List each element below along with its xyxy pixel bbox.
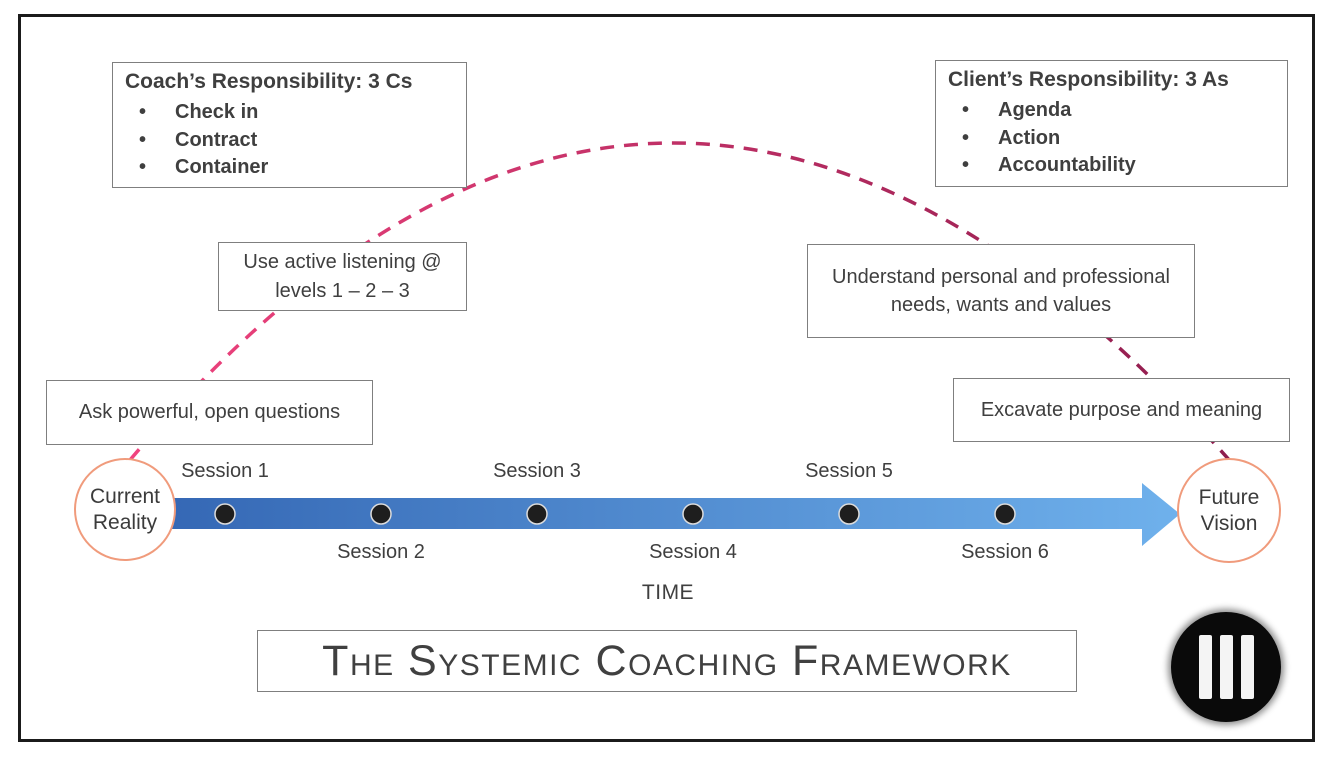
session-dot (994, 503, 1016, 525)
session-dot (526, 503, 548, 525)
excavate-purpose-callout: Excavate purpose and meaning (953, 378, 1290, 442)
current-reality-circle: Current Reality (74, 458, 176, 561)
understand-needs-text: Understand personal and professional nee… (832, 265, 1170, 316)
future-vision-circle: Future Vision (1177, 458, 1281, 563)
client-box-item-label: Accountability (998, 154, 1136, 177)
session-3-label: Session 3 (493, 460, 581, 482)
active-listening-text: Use active listening @ levels 1 – 2 – 3 (243, 251, 442, 302)
current-reality-label: Current Reality (89, 484, 161, 534)
framework-title-box: The Systemic Coaching Framework (257, 630, 1077, 692)
logo-bar (1240, 635, 1254, 699)
framework-title: The Systemic Coaching Framework (322, 636, 1012, 685)
logo-bar (1219, 635, 1233, 699)
session-5-label: Session 5 (805, 460, 893, 482)
coach-box-item-label: Check in (175, 100, 259, 123)
client-box-item: Accountability (948, 152, 1275, 180)
session-1-label: Session 1 (181, 460, 269, 482)
coach-box-item-label: Contract (175, 128, 258, 151)
coach-box-item: Container (125, 154, 454, 182)
client-box-item: Action (948, 125, 1275, 153)
future-vision-label: Future Vision (1198, 485, 1260, 535)
client-box-item-label: Agenda (998, 98, 1072, 121)
client-box-item-label: Action (998, 126, 1061, 149)
session-dot (682, 503, 704, 525)
slide-border-frame (18, 14, 1315, 742)
client-box-title: Client’s Responsibility: 3 As (948, 68, 1229, 91)
coach-box-item-label: Container (175, 156, 269, 179)
coach-box-title: Coach’s Responsibility: 3 Cs (125, 70, 413, 93)
excavate-purpose-text: Excavate purpose and meaning (980, 398, 1263, 421)
client-box-item: Agenda (948, 97, 1275, 125)
logo-bar (1198, 635, 1212, 699)
timeline-arrow (172, 483, 1180, 546)
session-dot (370, 503, 392, 525)
time-axis-label: TIME (641, 581, 695, 604)
powerful-questions-text: Ask powerful, open questions (78, 401, 341, 424)
understand-needs-callout: Understand personal and professional nee… (807, 244, 1195, 338)
coach-responsibility-box: Coach’s Responsibility: 3 Cs Check in Co… (112, 62, 467, 188)
session-6-label: Session 6 (961, 541, 1049, 563)
coach-box-item: Check in (125, 99, 454, 127)
session-dot (838, 503, 860, 525)
session-dot (214, 503, 236, 525)
session-4-label: Session 4 (649, 541, 737, 563)
client-responsibility-box: Client’s Responsibility: 3 As Agenda Act… (935, 60, 1288, 187)
three-bars-logo-icon (1171, 612, 1281, 722)
active-listening-callout: Use active listening @ levels 1 – 2 – 3 (218, 242, 467, 311)
coach-box-item: Contract (125, 127, 454, 155)
session-2-label: Session 2 (337, 541, 425, 563)
powerful-questions-callout: Ask powerful, open questions (46, 380, 373, 445)
